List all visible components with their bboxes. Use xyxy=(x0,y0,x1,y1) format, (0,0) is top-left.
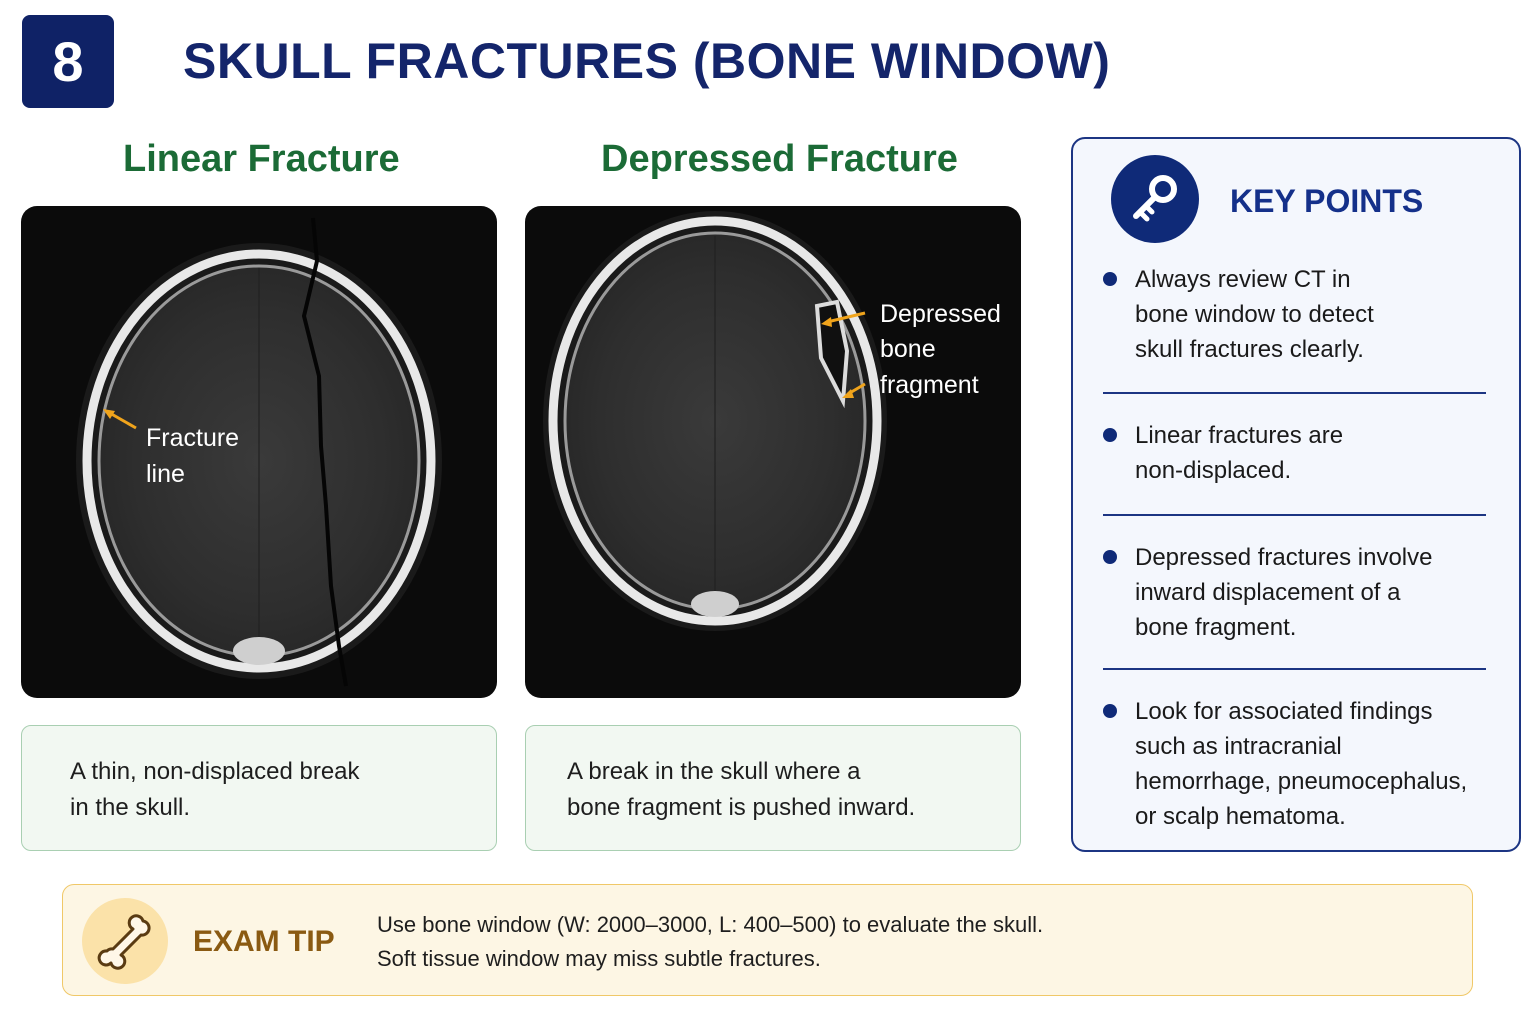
caption-line: in the skull. xyxy=(70,794,191,821)
skull-outer-table xyxy=(548,216,882,626)
depressed-arrow-lower-head xyxy=(842,389,854,398)
key-point-item: Linear fractures are non-displaced. xyxy=(1103,418,1503,488)
occipital-protuberance xyxy=(691,591,739,617)
section-number: 8 xyxy=(52,30,84,93)
page-title: SKULL FRACTURES (BONE WINDOW) xyxy=(183,33,1111,89)
exam-tip-banner: EXAM TIP Use bone window (W: 2000–3000, … xyxy=(62,884,1473,996)
key-point-line: bone window to detect xyxy=(1135,301,1374,328)
depressed-arrow-upper xyxy=(826,311,866,324)
key-points-divider xyxy=(1103,392,1486,394)
bullet-dot xyxy=(1103,428,1117,442)
key-point-line: such as intracranial xyxy=(1135,733,1342,760)
fracture-line xyxy=(301,217,348,687)
exam-tip-line: Soft tissue window may miss subtle fract… xyxy=(377,946,821,971)
key-point-line: hemorrhage, pneumocephalus, xyxy=(1135,768,1468,795)
bullet-dot xyxy=(1103,704,1117,718)
key-point-line: bone fragment. xyxy=(1135,614,1297,641)
bullet-dot xyxy=(1103,272,1117,286)
key-point-line: non-displaced. xyxy=(1135,457,1292,484)
depressed-label-line3: fragment xyxy=(880,371,979,399)
key-point-line: Linear fractures are xyxy=(1135,422,1344,449)
bullet-dot xyxy=(1103,550,1117,564)
key-points-panel: KEY POINTS Always review CT in bone wind… xyxy=(1071,137,1521,852)
section-number-badge: 8 xyxy=(22,15,114,108)
key-point-line: Look for associated findings xyxy=(1135,698,1433,725)
key-points-title: KEY POINTS xyxy=(1230,183,1424,219)
key-icon-svg xyxy=(1133,175,1177,222)
key-points-divider xyxy=(1103,668,1486,670)
linear-fracture-ct-image: Fracture line xyxy=(21,206,497,698)
depressed-label-line1: Depressed xyxy=(880,300,1001,328)
key-point-item: Look for associated findings such as int… xyxy=(1103,694,1503,834)
depressed-fracture-title: Depressed Fracture xyxy=(601,138,958,180)
depressed-label-line2: bone xyxy=(880,335,936,363)
key-point-line: inward displacement of a xyxy=(1135,579,1401,606)
depressed-fracture-ct-svg: Depressed bone fragment xyxy=(543,211,1001,631)
key-point-line: Always review CT in xyxy=(1135,266,1351,293)
exam-tip-label: EXAM TIP xyxy=(193,925,335,958)
exam-tip-line: Use bone window (W: 2000–3000, L: 400–50… xyxy=(377,912,1044,937)
caption-line: A thin, non-displaced break xyxy=(70,758,360,785)
skull-outer-table xyxy=(82,249,436,673)
caption-line: bone fragment is pushed inward. xyxy=(567,794,916,821)
bone-icon-svg xyxy=(97,914,151,970)
fracture-label-line1: Fracture xyxy=(146,424,239,452)
key-point-line: or scalp hematoma. xyxy=(1135,803,1346,830)
caption-line: A break in the skull where a xyxy=(567,758,861,785)
fracture-label-line2: line xyxy=(146,460,185,488)
key-points-divider xyxy=(1103,514,1486,516)
depressed-arrow-upper-head xyxy=(821,317,832,327)
depressed-fracture-ct-image: Depressed bone fragment xyxy=(525,206,1021,698)
linear-fracture-caption: A thin, non-displaced break in the skull… xyxy=(21,725,497,851)
depressed-bone-fragment xyxy=(814,299,850,409)
bone-icon xyxy=(82,898,168,984)
key-point-item: Always review CT in bone window to detec… xyxy=(1103,262,1503,367)
key-icon xyxy=(1111,155,1199,243)
occipital-protuberance xyxy=(233,637,285,665)
linear-fracture-title: Linear Fracture xyxy=(123,138,400,180)
depressed-fracture-caption: A break in the skull where a bone fragme… xyxy=(525,725,1021,851)
fracture-arrow-head xyxy=(103,409,115,419)
linear-fracture-ct-svg: Fracture line xyxy=(76,217,442,687)
key-point-line: skull fractures clearly. xyxy=(1135,336,1364,363)
key-point-line: Depressed fractures involve xyxy=(1135,544,1433,571)
key-point-item: Depressed fractures involve inward displ… xyxy=(1103,540,1503,645)
